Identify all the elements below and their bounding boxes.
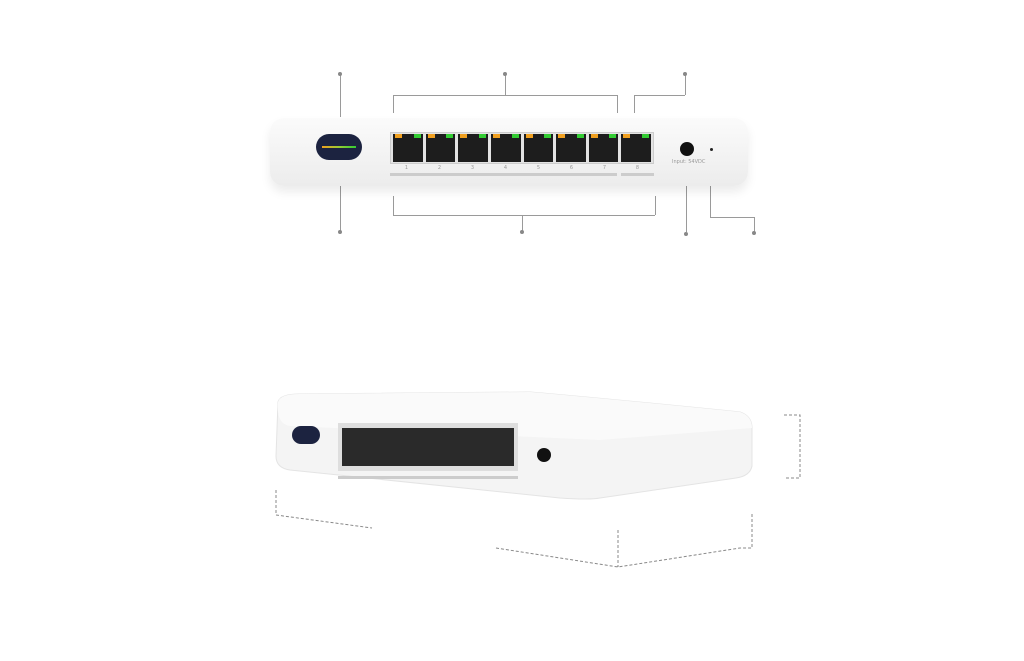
ethernet-port-2 bbox=[425, 134, 456, 162]
callout-uplink-top bbox=[685, 75, 686, 95]
port-group-bar bbox=[338, 476, 518, 479]
status-display bbox=[292, 426, 320, 444]
display-bar bbox=[322, 146, 356, 148]
callout-ports-bracket bbox=[393, 95, 617, 96]
poe-group-bar bbox=[390, 173, 617, 176]
depth-dimension bbox=[275, 490, 373, 529]
ports bbox=[342, 428, 514, 466]
port-label: 6 bbox=[569, 165, 574, 171]
callout-uplink bbox=[634, 95, 685, 96]
bracket-end bbox=[393, 196, 394, 215]
callout-dot bbox=[520, 230, 524, 234]
power-label: Input: 54VDC bbox=[672, 159, 706, 165]
callout-dot bbox=[752, 231, 756, 235]
bracket-end bbox=[617, 95, 618, 113]
bracket-end bbox=[655, 196, 656, 215]
callout-display-bottom bbox=[340, 170, 341, 232]
callout-poe bbox=[522, 215, 523, 231]
callout-dot bbox=[683, 72, 687, 76]
callout-ports-top bbox=[505, 75, 506, 95]
ethernet-port-8 bbox=[621, 134, 651, 162]
callout-display-top bbox=[340, 75, 341, 117]
status-display bbox=[316, 134, 362, 160]
reset-button bbox=[710, 148, 713, 151]
port-label: 7 bbox=[602, 165, 607, 171]
ethernet-port-4 bbox=[490, 134, 521, 162]
height-dimension bbox=[784, 414, 801, 479]
port-label: 8 bbox=[635, 165, 640, 171]
callout-reset-h bbox=[710, 217, 754, 218]
ethernet-port-7 bbox=[588, 134, 619, 162]
uplink-group-bar bbox=[621, 173, 654, 176]
bracket-end bbox=[393, 95, 394, 113]
ethernet-port-6 bbox=[556, 134, 586, 162]
callout-poe-bracket bbox=[393, 215, 655, 216]
bracket-end bbox=[634, 95, 635, 113]
port-label: 2 bbox=[437, 165, 442, 171]
port-label: 4 bbox=[503, 165, 508, 171]
ethernet-port-3 bbox=[458, 134, 488, 162]
port-row bbox=[390, 132, 654, 164]
callout-power bbox=[686, 170, 687, 232]
ethernet-port-5 bbox=[523, 134, 554, 162]
callout-dot bbox=[503, 72, 507, 76]
width-dimension bbox=[495, 512, 753, 568]
power-jack bbox=[680, 142, 694, 156]
power-jack bbox=[537, 448, 551, 462]
callout-dot bbox=[684, 232, 688, 236]
port-label: 5 bbox=[536, 165, 541, 171]
port-label: 1 bbox=[404, 165, 409, 171]
port-label: 3 bbox=[470, 165, 475, 171]
switch-perspective-illustration bbox=[275, 391, 801, 568]
ethernet-port-1 bbox=[393, 134, 423, 162]
switch-front-panel: 1 2 3 4 5 6 7 8 Input: 54VDC bbox=[270, 118, 748, 186]
callout-dot bbox=[338, 72, 342, 76]
callout-dot bbox=[338, 230, 342, 234]
callout-reset-v bbox=[754, 217, 755, 232]
callout-reset bbox=[710, 165, 711, 217]
